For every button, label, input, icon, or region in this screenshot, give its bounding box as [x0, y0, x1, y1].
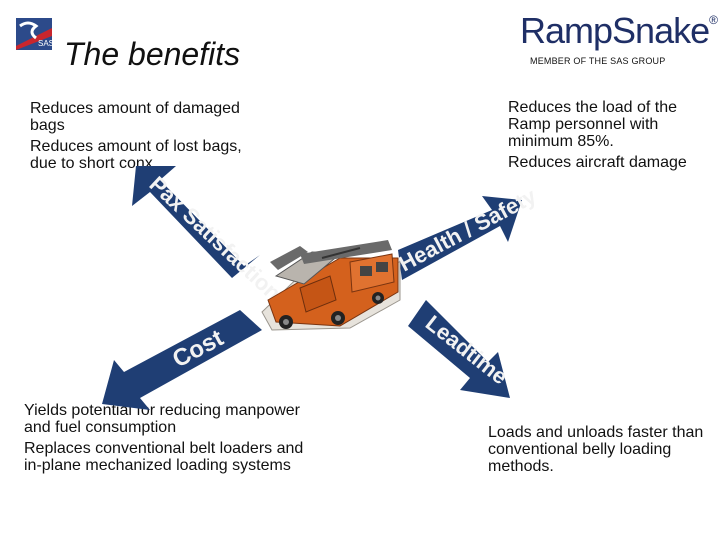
- arrow-pax-satisfaction: Pax Satisfaction: [132, 166, 286, 306]
- ramp-vehicle-icon: [261, 240, 401, 331]
- brand-name: RampSnake: [520, 10, 710, 51]
- benefit-text: Reduces amount of lost bags, due to shor…: [30, 138, 242, 172]
- benefit-text: Reduces amount of damaged bags: [30, 100, 240, 134]
- benefit-text: Yields potential for reducing manpower a…: [24, 402, 301, 436]
- benefit-block-top-right: Reduces the load of the Ramp personnel w…: [508, 99, 720, 175]
- arrow-label: Health / Safety: [395, 183, 541, 277]
- arrow-leadtime: Leadtime: [408, 300, 512, 398]
- arrow-health-safety: Health / Safety: [395, 183, 541, 280]
- benefit-block-bottom-left: Yields potential for reducing manpower a…: [24, 402, 314, 478]
- member-line: MEMBER OF THE SAS GROUP: [530, 56, 666, 66]
- benefit-block-bottom-right: Loads and unloads faster than convention…: [488, 424, 713, 479]
- benefit-text: Reduces the load of the Ramp personnel w…: [508, 99, 678, 150]
- page-title: The benefits: [64, 36, 241, 72]
- benefit-text: Loads and unloads faster than convention…: [488, 424, 704, 475]
- arrow-cost: Cost: [102, 310, 262, 410]
- registered-mark: ®: [709, 13, 718, 27]
- sas-logo-icon: SAS: [14, 16, 54, 52]
- benefit-text: Replaces conventional belt loaders and i…: [24, 440, 304, 474]
- arrow-label: Pax Satisfaction: [145, 171, 286, 305]
- arrow-label: Cost: [168, 324, 228, 373]
- benefit-block-top-left: Reduces amount of damaged bags Reduces a…: [30, 100, 250, 176]
- arrow-label: Leadtime: [421, 310, 513, 389]
- benefit-text: Reduces aircraft damage: [508, 154, 687, 171]
- svg-text:SAS: SAS: [38, 39, 54, 48]
- brand-logo: RampSnake®: [520, 10, 718, 52]
